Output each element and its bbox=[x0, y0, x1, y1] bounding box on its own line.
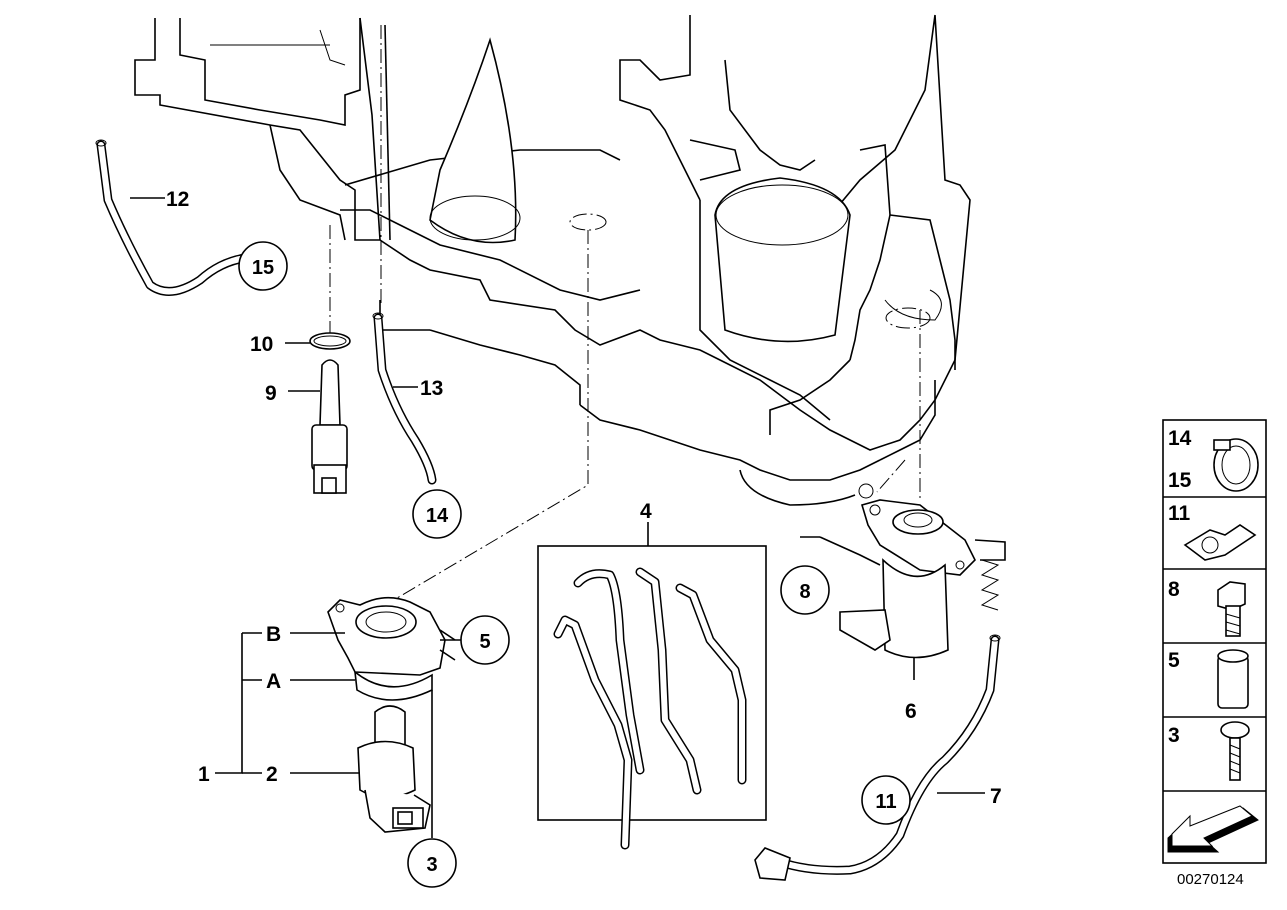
legend-8: 8 bbox=[1168, 578, 1180, 601]
part-12-hose bbox=[95, 139, 250, 296]
screw-icon bbox=[1220, 721, 1250, 781]
legend-15: 15 bbox=[1168, 469, 1192, 492]
legend-14: 14 bbox=[1168, 427, 1192, 450]
callout-B: B bbox=[266, 623, 281, 646]
callout-14-circle bbox=[412, 489, 462, 539]
callout-14: 14 bbox=[426, 505, 449, 527]
part-13-hose bbox=[372, 312, 437, 485]
callout-12: 12 bbox=[166, 188, 189, 211]
callout-A: A bbox=[266, 670, 281, 693]
part-1-assembly bbox=[215, 596, 463, 838]
guide-lines bbox=[329, 25, 931, 621]
part-6-valve bbox=[800, 483, 1006, 680]
callout-1: 1 bbox=[198, 763, 210, 786]
callout-5: 5 bbox=[479, 631, 490, 653]
callout-3-circle bbox=[407, 838, 457, 888]
leader-lines bbox=[130, 197, 418, 392]
callout-3: 3 bbox=[426, 854, 437, 876]
clip-icon bbox=[1183, 524, 1257, 561]
arrow-icon bbox=[1167, 805, 1259, 853]
callout-5-circle bbox=[460, 615, 510, 665]
callout-10: 10 bbox=[250, 333, 273, 356]
callout-15-circle bbox=[238, 241, 288, 291]
legend-3: 3 bbox=[1168, 724, 1180, 747]
callout-11-circle bbox=[861, 775, 911, 825]
image-code: 00270124 bbox=[1177, 871, 1244, 888]
bushing-icon bbox=[1217, 649, 1249, 709]
hex-bolt-icon bbox=[1217, 581, 1246, 637]
legend-5: 5 bbox=[1168, 649, 1180, 672]
callout-6: 6 bbox=[905, 700, 917, 723]
callout-15: 15 bbox=[252, 257, 274, 279]
part-7-hose bbox=[754, 634, 1001, 881]
callout-9: 9 bbox=[265, 382, 277, 405]
heater-housing bbox=[134, 14, 971, 506]
hose-clamp-icon bbox=[1213, 438, 1259, 492]
part-9-sensor bbox=[311, 359, 348, 494]
callout-11: 11 bbox=[875, 791, 896, 813]
callout-7: 7 bbox=[990, 785, 1002, 808]
part-10-o-ring bbox=[309, 332, 351, 350]
legend-11: 11 bbox=[1168, 502, 1191, 525]
legend-panel: 14 15 11 8 5 3 bbox=[1162, 419, 1267, 864]
callout-4: 4 bbox=[640, 500, 652, 523]
callout-8-circle bbox=[780, 565, 830, 615]
callout-13: 13 bbox=[420, 377, 443, 400]
callout-8: 8 bbox=[799, 581, 810, 603]
callout-2: 2 bbox=[266, 763, 278, 786]
part-4-hose-set bbox=[537, 522, 767, 850]
callouts: 12 15 10 9 13 14 4 8 6 5 B A 1 2 3 11 7 bbox=[166, 188, 1002, 888]
